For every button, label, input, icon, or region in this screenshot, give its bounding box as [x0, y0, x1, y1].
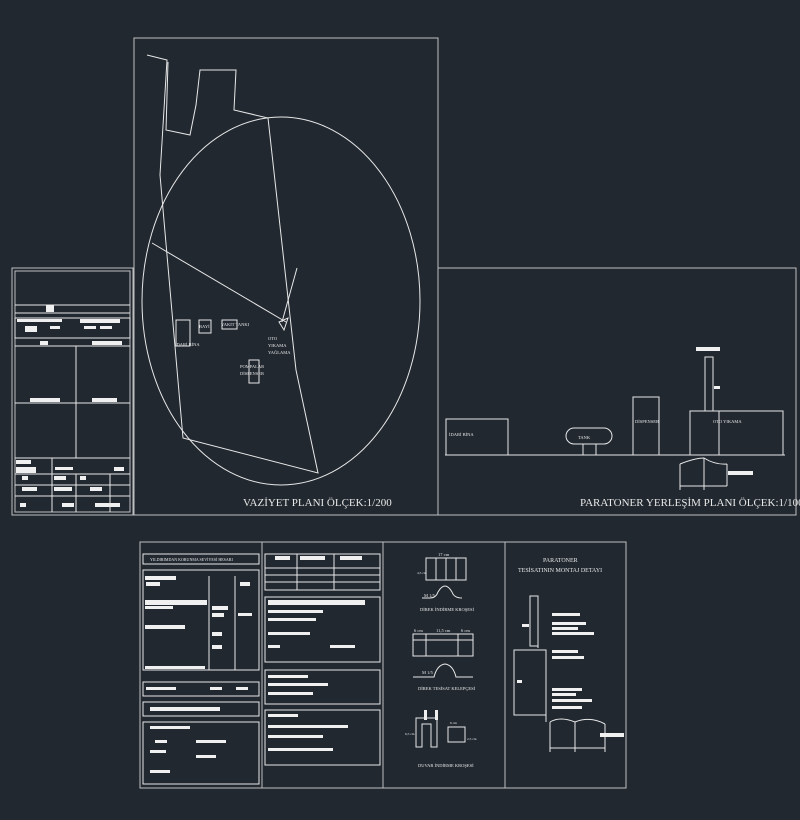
label-car-wash: OTO	[268, 336, 278, 341]
label-car-wash-2: YIKAMA	[268, 343, 287, 348]
label-fuel-tank: YAKIT TANKI	[221, 322, 250, 327]
label-office: İDARİ BİNA	[175, 342, 200, 347]
dim-6cm-b: 6 cm	[461, 628, 470, 633]
label-tank: TANK	[578, 435, 591, 440]
dim-6cm-a: 6 cm	[414, 628, 423, 633]
lightning-plan-title: PARATONER YERLEŞİM PLANI ÖLÇEK:1/100	[580, 497, 800, 509]
detail-title-2: DİREK TESİSAT KELEPÇESİ	[418, 686, 476, 691]
title-block-sheet	[11, 267, 134, 516]
label-pumps: POMPALAR	[240, 364, 264, 369]
dim-6-5cm: 6,5 cm	[405, 732, 415, 737]
detail-title-1: DİREK İNDİRME KROŞESİ	[420, 607, 475, 612]
site-plan-sheet: İDARİ BİNA BAYİ YAKIT TANKI OTO YIKAMA Y…	[133, 37, 439, 516]
site-plan-title: VAZİYET PLANI ÖLÇEK:1/200	[243, 497, 392, 509]
assembly-title: PARATONER	[543, 558, 578, 564]
label-office: İDARİ BİNA	[449, 432, 474, 437]
detail-title-3: DUVAR İNDİRME KROŞESİ	[418, 763, 474, 768]
detail-sheet: YILDIRIMDAN KORUNMA SEVİYESİ HESABI 17 c…	[139, 541, 627, 789]
label-bayi: BAYİ	[199, 324, 210, 329]
protection-radius-circle	[141, 116, 421, 486]
dim-2-5cm: 2,5 cm	[467, 737, 477, 742]
calc-title: YILDIRIMDAN KORUNMA SEVİYESİ HESABI	[150, 557, 233, 562]
dim-11-5cm: 11,5 cm	[436, 628, 451, 634]
dim-4-5cm: 4,5 cm	[417, 571, 427, 576]
dim-17cm: 17 cm	[438, 552, 450, 557]
lightning-plan-sheet: İDARİ BİNA TANK DİSPENSER OTO YIKAMA PAR…	[437, 267, 800, 516]
label-dispenser: DİSPENSER	[635, 419, 659, 424]
label-car-wash: OTO YIKAMA	[713, 419, 742, 424]
scale-label-2: M 1/5	[422, 670, 434, 675]
dim-6cm-c: 6 cm	[450, 721, 457, 725]
label-car-wash-3: YAĞLAMA	[268, 350, 291, 355]
assembly-subtitle: TESİSATININ MONTAJ DETAYI	[518, 567, 602, 574]
scale-label-1: M 1/5	[424, 593, 436, 598]
label-dispenser: DİSPENSER	[240, 371, 264, 376]
